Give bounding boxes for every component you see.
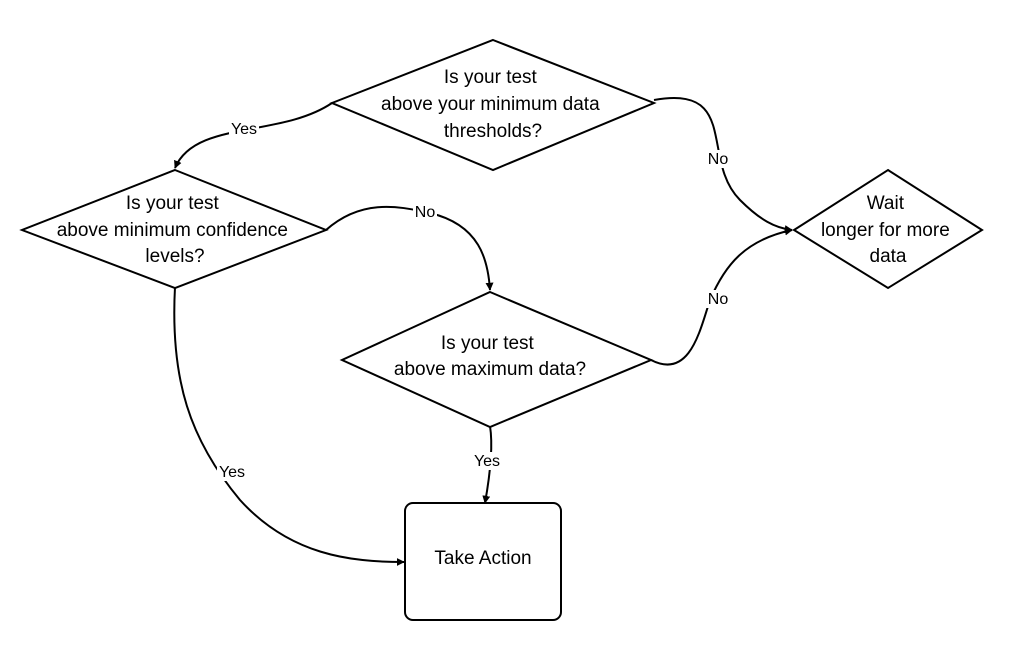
decision-min-data-text: Is your test above your minimum data thr… [381, 67, 605, 142]
edge-min-data-to-wait [653, 97, 793, 234]
decision-min-confidence-text: Is your test above minimum confidence le… [57, 193, 294, 267]
edge-label-min-confidence-to-max-data: No [415, 204, 436, 221]
process-take-action-text: Take Action [434, 548, 531, 569]
edge-label-min-data-to-min-confidence: Yes [231, 121, 257, 138]
decision-max-data: Is your test above maximum data? [339, 290, 654, 429]
decision-min-data: Is your test above your minimum data thr… [329, 38, 657, 172]
edge-label-min-confidence-to-take-action: Yes [219, 464, 245, 481]
edge-min-confidence-to-take-action [173, 286, 405, 566]
edge-label-min-data-to-wait: No [708, 151, 729, 168]
process-take-action: Take Action [404, 502, 562, 621]
edge-min-confidence-to-max-data [325, 205, 494, 291]
decision-min-confidence: Is your test above minimum confidence le… [19, 168, 329, 290]
decision-max-data-text: Is your test above maximum data? [394, 333, 586, 380]
edge-labels: Yes No No Yes No Yes [217, 120, 730, 481]
decision-wait: Wait longer for more data [792, 168, 984, 290]
edge-label-max-data-to-wait: No [708, 291, 729, 308]
edge-label-max-data-to-take-action: Yes [474, 453, 500, 470]
decision-wait-text: Wait longer for more data [821, 193, 955, 267]
